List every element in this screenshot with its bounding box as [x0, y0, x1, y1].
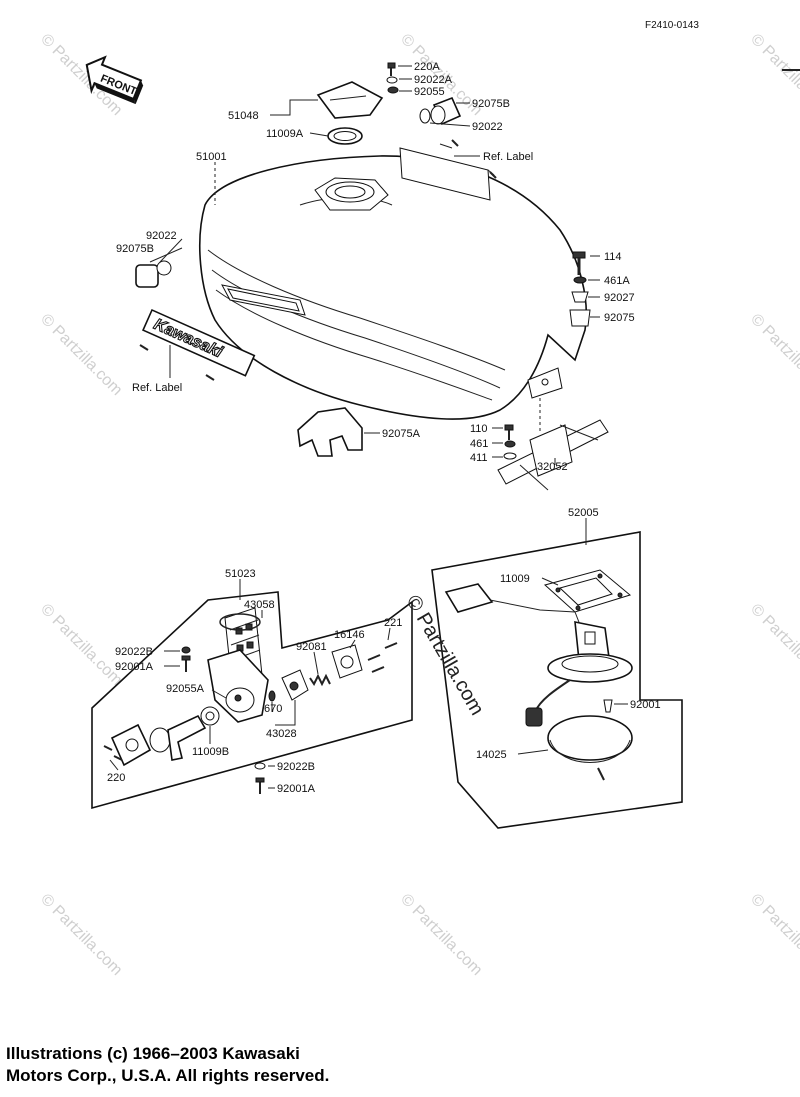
fuel-tank: [199, 155, 588, 420]
part-labels-bottom-left: 51023 43058 92022B 92001A 16146 221 9208…: [107, 568, 402, 795]
part-labels-top: 220A 92022A 92055 92075B 92022 51048 110…: [116, 61, 635, 473]
part-label: 92075: [604, 312, 635, 324]
fuel-cock-assembly-51023: [91, 591, 413, 810]
diagram-code: F2410-0143: [645, 20, 699, 31]
part-label: 461A: [604, 275, 630, 287]
leader-lines: [517, 518, 628, 755]
part-label: 670: [264, 703, 282, 715]
part-label: 43028: [266, 728, 297, 740]
bolt-110: [503, 424, 517, 460]
part-label: 52005: [568, 507, 599, 519]
part-label: 92055: [414, 86, 445, 98]
part-label: 92055A: [166, 683, 205, 695]
rubber-pad-92075A: [297, 407, 363, 457]
fuel-gauge-assembly-52005: [431, 531, 683, 829]
part-label: 92075B: [116, 243, 154, 255]
part-label: 92022: [146, 230, 177, 242]
part-label: 51001: [196, 151, 227, 163]
copyright-line: Motors Corp., U.S.A. All rights reserved…: [6, 1066, 330, 1085]
copyright-notice: Illustrations (c) 1966–2003 Kawasaki Mot…: [6, 1043, 329, 1087]
part-label: 92022A: [414, 74, 453, 86]
damper-92075B: [419, 96, 462, 126]
rear-bracket-32052: [497, 419, 609, 491]
part-label: 51023: [225, 568, 256, 580]
part-label: 92022B: [277, 761, 315, 773]
part-label: 92081: [296, 641, 327, 653]
part-label: 220A: [414, 61, 440, 73]
part-label: 221: [384, 617, 402, 629]
part-label: 114: [604, 251, 622, 263]
part-label: 110: [470, 423, 488, 435]
part-label: 11009: [500, 573, 530, 585]
part-label: 92022: [472, 121, 503, 133]
part-label: 92001A: [115, 661, 154, 673]
part-label: 92022B: [115, 646, 153, 658]
copyright-line: Illustrations (c) 1966–2003 Kawasaki: [6, 1044, 300, 1063]
watermark-text: © Partzilla.com: [747, 31, 800, 119]
part-labels-bottom-right: 52005 11009 92001 14025: [476, 507, 661, 761]
ref-label-plate: [399, 143, 495, 201]
center-watermark: © Partzilla.com: [402, 592, 488, 720]
bolt-220A: [386, 62, 399, 94]
part-label: 51048: [228, 110, 259, 122]
watermark-text: © Partzilla.com: [747, 891, 800, 979]
cap-cover-51048: [316, 81, 384, 119]
mount-bolt-114: [569, 251, 591, 327]
part-label: 16146: [334, 629, 365, 641]
part-label: 92001: [630, 699, 661, 711]
part-label: 461: [470, 438, 488, 450]
watermark-text: © Partzilla.com: [397, 891, 485, 979]
watermark-text: © Partzilla.com: [747, 601, 800, 689]
part-label: 11009A: [266, 128, 304, 140]
damper-92075B: [135, 264, 159, 288]
part-label: 92075B: [472, 98, 510, 110]
part-label: 14025: [476, 749, 507, 761]
part-label: 220: [107, 772, 125, 784]
part-label: 32052: [537, 461, 568, 473]
part-label: 411: [470, 452, 488, 464]
watermark-text: © Partzilla.com: [747, 311, 800, 399]
watermark-text: © Partzilla.com: [37, 891, 125, 979]
part-label: Ref. Label: [132, 382, 182, 394]
part-label: 43058: [244, 599, 275, 611]
part-label: Ref. Label: [483, 151, 533, 163]
leader-lines: [109, 579, 391, 789]
part-label: 92075A: [382, 428, 421, 440]
part-label: 92027: [604, 292, 635, 304]
leader-lines: [149, 65, 600, 465]
part-label: 11009B: [192, 746, 229, 758]
watermark-text: © Partzilla.com: [37, 601, 125, 689]
part-label: 92001A: [277, 783, 316, 795]
watermark-text: © Partzilla.com: [37, 311, 125, 399]
